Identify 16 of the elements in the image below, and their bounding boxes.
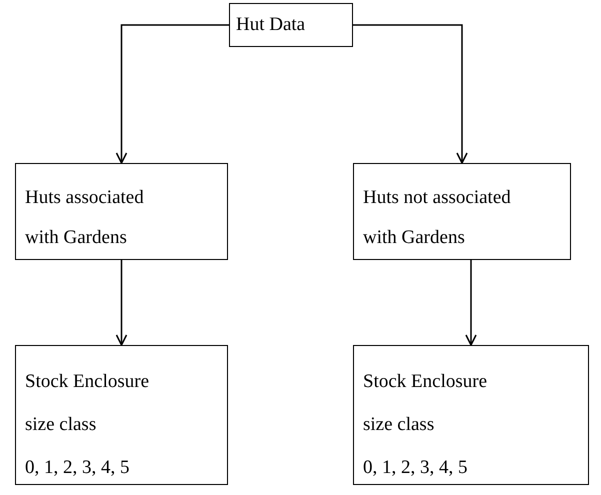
box-title: Hut Data (236, 13, 306, 37)
process-box (15, 345, 228, 485)
process-box (353, 345, 589, 485)
box-text: Stock Enclosure size class (25, 370, 150, 437)
box-text: 0, 1, 2, 3, 4, 5 (25, 456, 130, 480)
box-text: 0, 1, 2, 3, 4, 5 (363, 456, 468, 480)
process-box (229, 3, 353, 47)
connector-arrow (353, 24, 468, 164)
process-box (353, 163, 571, 260)
box-text: Huts associated with Gardens (25, 186, 145, 250)
connector-arrow (116, 260, 128, 346)
connector-arrow (465, 260, 477, 346)
box-text: Stock Enclosure size class (363, 370, 488, 437)
process-box (15, 163, 228, 260)
box-text: Huts not associated with Gardens (363, 186, 512, 250)
connector-arrow (116, 24, 229, 164)
